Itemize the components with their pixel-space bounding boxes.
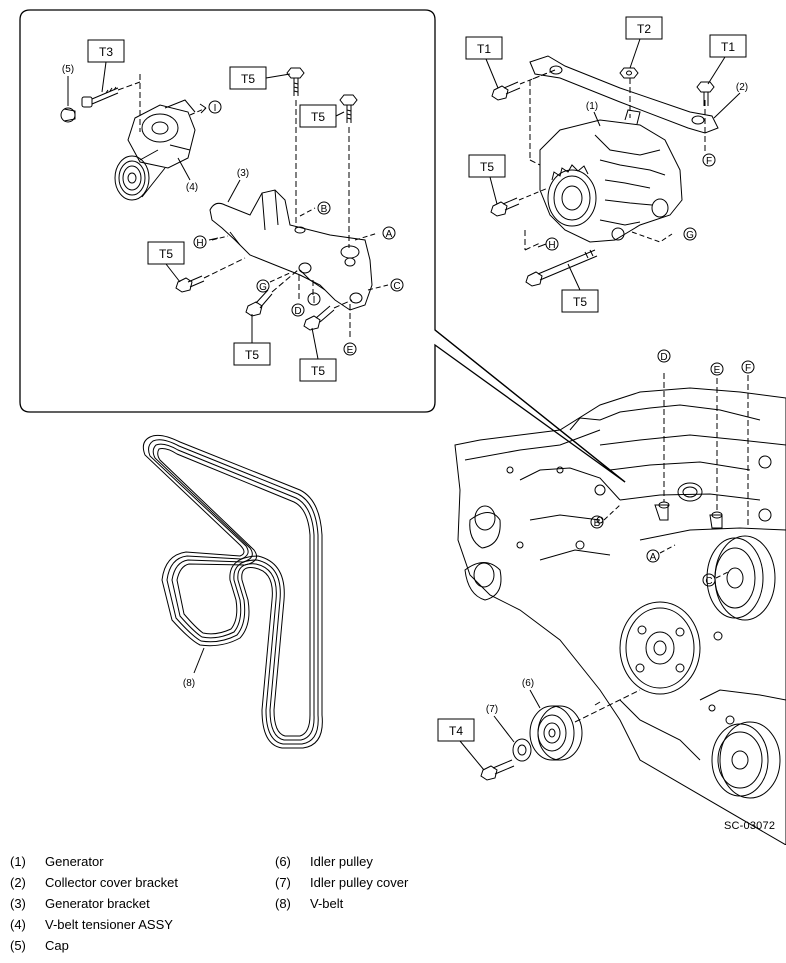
callout-7: (7) [486, 704, 498, 715]
bolt-t1-left [491, 81, 521, 101]
svg-text:T5: T5 [241, 72, 255, 86]
idler-pulley-cover [512, 738, 532, 762]
circled-letters: I B A H G C I D E F H G D E F B A C [193, 100, 755, 587]
exploded-parts-diagram: T3 T5 T5 T5 T5 T5 T1 T2 T1 T5 [19, 9, 786, 845]
svg-text:T5: T5 [573, 295, 587, 309]
callout-4: (4) [186, 182, 198, 193]
torque-box-t5-gen-1: T5 [468, 154, 506, 178]
svg-text:T4: T4 [449, 724, 463, 738]
point-g-gen: G [686, 230, 694, 241]
point-d-inset: D [294, 306, 301, 317]
generator-bracket [209, 189, 373, 311]
idler-bolt [480, 759, 515, 781]
point-a-engine: A [650, 552, 657, 563]
torque-box-t2: T2 [625, 16, 663, 40]
svg-text:T5: T5 [159, 247, 173, 261]
point-i-inset-top: I [214, 103, 217, 114]
svg-text:T5: T5 [311, 110, 325, 124]
point-a-inset: A [386, 229, 393, 240]
torque-box-t5-gen-2: T5 [561, 289, 599, 313]
legend-label: Generator bracket [45, 896, 150, 911]
legend-label: Generator [45, 854, 104, 869]
point-h-inset: H [196, 238, 203, 249]
legend-num: (8) [275, 896, 291, 911]
idler-pulley [529, 705, 583, 761]
legend-num: (1) [10, 854, 26, 869]
torque-box-t5-inset-5: T5 [299, 358, 337, 382]
collector-cover-bracket [529, 55, 719, 134]
svg-text:T5: T5 [245, 348, 259, 362]
tensioner-bolt [81, 86, 119, 108]
point-f-gen: F [706, 156, 712, 167]
inset-callout-box [19, 9, 626, 483]
svg-text:T1: T1 [477, 42, 491, 56]
bolt-inset-left [175, 275, 205, 293]
point-c-engine: C [705, 576, 712, 587]
torque-box-t1-left: T1 [465, 36, 503, 60]
point-b-engine: B [594, 518, 601, 529]
point-c-inset: C [393, 281, 400, 292]
torque-box-t5-inset-2: T5 [299, 104, 337, 128]
point-d-engine: D [660, 352, 667, 363]
generator-body [539, 109, 683, 243]
cap-part [60, 107, 76, 123]
callout-3: (3) [237, 168, 249, 179]
legend-label: V-belt tensioner ASSY [45, 917, 173, 932]
point-h-gen: H [548, 240, 555, 251]
torque-box-t3-inset: T3 [87, 39, 125, 63]
torque-box-t4: T4 [437, 718, 475, 742]
legend-num: (5) [10, 938, 26, 953]
legend-num: (2) [10, 875, 26, 890]
legend-num: (7) [275, 875, 291, 890]
legend-label: Idler pulley [310, 854, 373, 869]
bolt-inset-top [286, 67, 305, 96]
bolt-inset-bottom [303, 305, 335, 331]
callout-2: (2) [736, 82, 748, 93]
legend-label: V-belt [310, 896, 344, 911]
svg-text:T2: T2 [637, 22, 651, 36]
torque-box-t5-inset-4: T5 [233, 342, 271, 366]
v-belt [142, 434, 323, 749]
svg-text:T5: T5 [311, 364, 325, 378]
svg-text:T5: T5 [480, 160, 494, 174]
nut-t2 [619, 67, 639, 79]
legend-label: Idler pulley cover [310, 875, 409, 890]
legend-label: Collector cover bracket [45, 875, 178, 890]
legend-num: (3) [10, 896, 26, 911]
point-e-inset: E [347, 345, 354, 356]
point-f-engine: F [745, 363, 751, 374]
callout-1: (1) [586, 101, 598, 112]
legend-num: (4) [10, 917, 26, 932]
callout-8: (8) [183, 678, 195, 689]
svg-text:T1: T1 [721, 40, 735, 54]
bolt-t1-right [696, 81, 715, 106]
tensioner-assy [114, 99, 196, 201]
part-callouts: (5) (4) (3) (1) (2) (8) (6) (7) [62, 64, 748, 715]
legend-num: (6) [275, 854, 291, 869]
point-e-engine: E [714, 365, 721, 376]
point-i-inset-bottom: I [313, 295, 316, 306]
callout-5: (5) [62, 64, 74, 75]
callout-6: (6) [522, 678, 534, 689]
torque-box-t5-inset-3: T5 [147, 241, 185, 265]
bolt-inset-lower [245, 289, 273, 317]
torque-box-t5-inset-1: T5 [229, 66, 267, 90]
legend-label: Cap [45, 938, 69, 953]
point-b-inset: B [321, 204, 328, 215]
bolt-t5-gen-long [525, 249, 598, 287]
figure-code: SC-03072 [724, 820, 776, 832]
bolt-inset-right [339, 94, 358, 123]
svg-text:T3: T3 [99, 45, 113, 59]
point-g-inset: G [259, 282, 267, 293]
bolt-t5-gen-upper [490, 197, 520, 217]
engine-block [454, 387, 786, 845]
torque-box-t1-right: T1 [709, 34, 747, 58]
